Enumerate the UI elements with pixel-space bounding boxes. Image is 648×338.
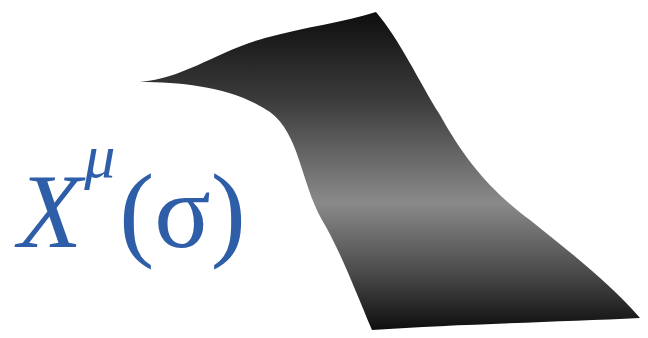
- parameter-argument: (σ): [119, 159, 246, 264]
- index-superscript: μ: [84, 125, 115, 187]
- field-symbol: X: [18, 159, 82, 264]
- field-label: Xμ(σ): [18, 159, 246, 264]
